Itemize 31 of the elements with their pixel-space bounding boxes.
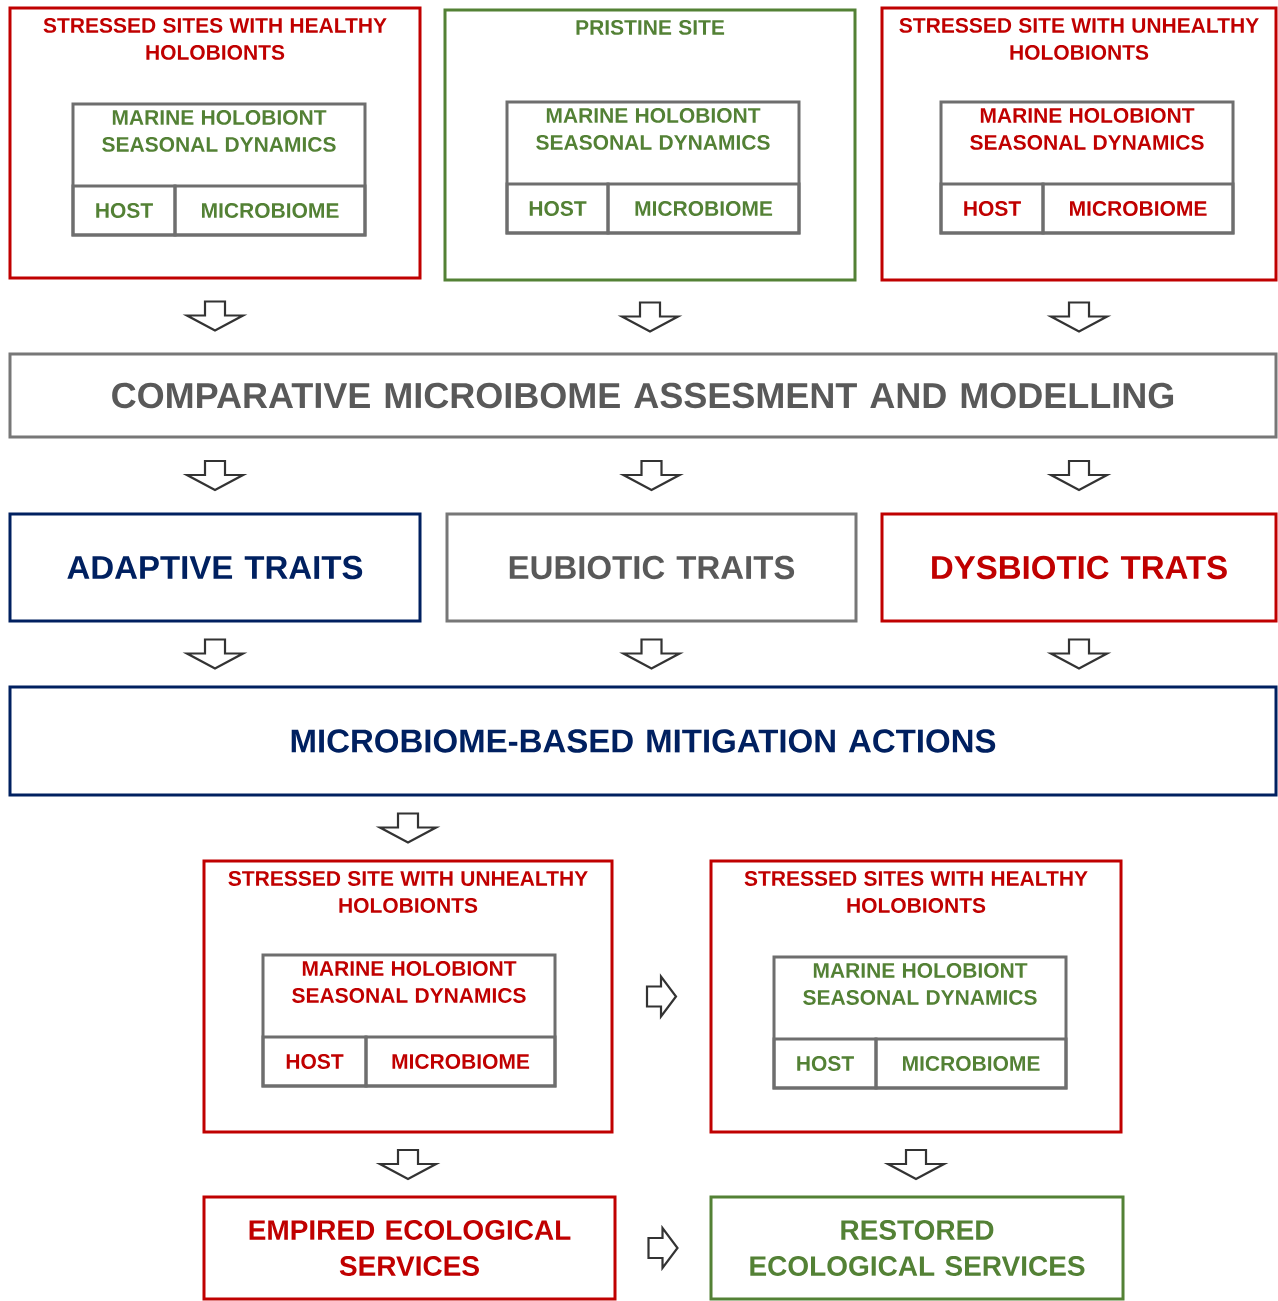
process-box: COMPARATIVE MICROIBOME ASSESMENT AND MODELLING xyxy=(8,352,1278,439)
table-cell: MICROBIOME xyxy=(173,184,367,237)
table-cell: HOST xyxy=(505,182,610,235)
block-arrow xyxy=(182,300,248,332)
table-cell: MICROBIOME xyxy=(606,182,801,235)
block-arrow xyxy=(647,1224,679,1272)
outcome-box: RESTORED ECOLOGICAL SERVICES xyxy=(709,1195,1125,1301)
process-box: EUBIOTIC TRAITS xyxy=(445,512,858,623)
process-box: ADAPTIVE TRAITS xyxy=(8,512,422,623)
block-arrow xyxy=(645,973,678,1020)
block-arrow xyxy=(619,459,684,492)
process-box: DYSBIOTIC TRATS xyxy=(880,512,1278,623)
block-arrow xyxy=(182,459,248,492)
process-box: MICROBIOME-BASED MITIGATION ACTIONS xyxy=(8,685,1278,797)
block-arrow xyxy=(182,638,248,670)
block-arrow xyxy=(375,812,441,844)
table-cell: HOST xyxy=(71,184,177,237)
outcome-box: EMPIRED ECOLOGICAL SERVICES xyxy=(202,1195,617,1301)
block-arrow xyxy=(617,301,683,333)
table-cell: HOST xyxy=(772,1037,878,1090)
table-cell: MICROBIOME xyxy=(1041,182,1235,235)
table-cell: MICROBIOME xyxy=(364,1035,557,1088)
table-cell: HOST xyxy=(261,1035,368,1088)
block-arrow xyxy=(375,1148,441,1181)
block-arrow xyxy=(619,638,684,670)
block-arrow xyxy=(883,1148,949,1181)
block-arrow xyxy=(1046,638,1112,670)
table-cell: MICROBIOME xyxy=(874,1037,1068,1090)
block-arrow xyxy=(1046,301,1112,333)
block-arrow xyxy=(1046,459,1112,492)
table-cell: HOST xyxy=(939,182,1045,235)
